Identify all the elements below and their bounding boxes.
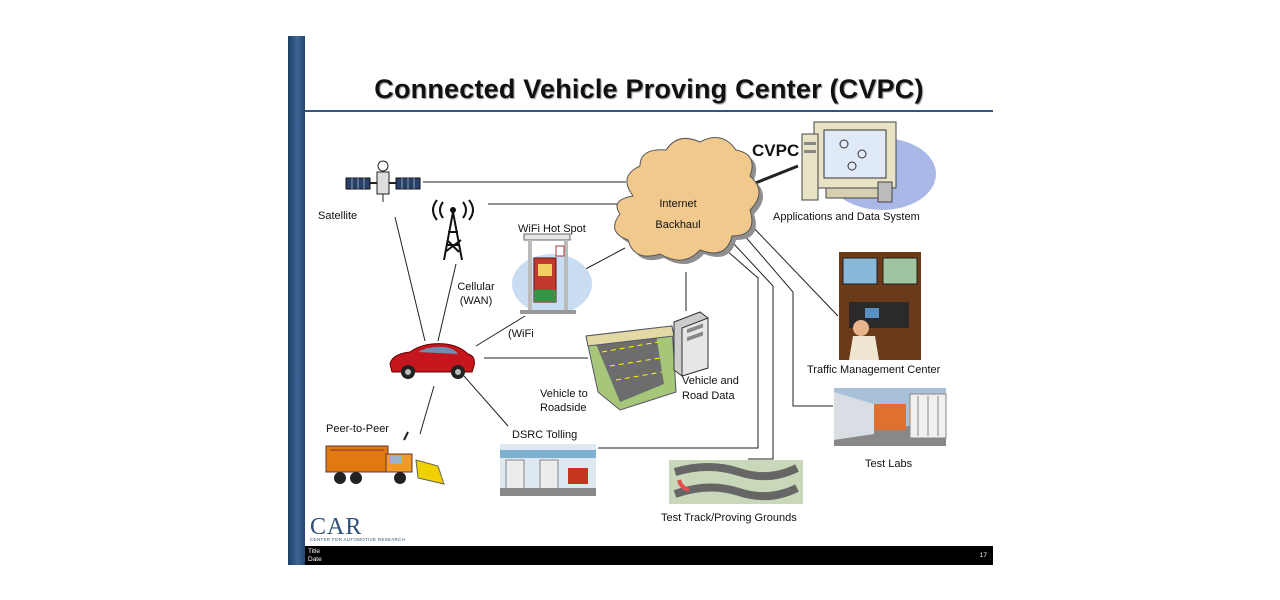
satellite-label: Satellite [318, 210, 358, 222]
cloud-icon [614, 137, 763, 265]
wifi-hotspot-icon [512, 233, 592, 314]
line-car-cell [437, 263, 457, 342]
footer-title: Title [308, 548, 321, 555]
line-cloud-testtrack [733, 243, 774, 460]
line-car-wifi [475, 315, 526, 347]
line-car-truck [419, 385, 435, 435]
cell-tower-icon [432, 199, 474, 261]
test-lab-icon [834, 388, 947, 446]
vehicle-to-roadside-label-1: Vehicle to [540, 388, 588, 400]
logo-text: CAR [310, 514, 363, 540]
car-logo: CAR CENTER FOR AUTOMOTIVE RESEARCH [310, 514, 405, 542]
test-track-label: Test Track/Proving Grounds [661, 512, 797, 524]
traffic-center-icon [839, 252, 921, 360]
snowplow-truck-icon [325, 431, 445, 485]
apps-data-system-label: Applications and Data System [773, 211, 920, 223]
vehicle-to-roadside-label-2: Roadside [540, 402, 587, 414]
backhaul-label: Backhaul [655, 219, 701, 231]
line-cloud-traffic [749, 223, 839, 317]
car-icon [389, 343, 475, 379]
computer-icon [801, 121, 936, 210]
slide-footer: Title Date 17 [305, 546, 993, 565]
network-diagram [325, 121, 947, 504]
server-icon [673, 311, 709, 377]
line-cloud-testlabs [742, 233, 833, 407]
slide-title: Connected Vehicle Proving Center (CVPC) [374, 74, 924, 104]
line-car-dsrc [463, 375, 509, 427]
vehicle-road-data-label-1: Vehicle and [682, 375, 739, 387]
vehicle-road-data-label-2: Road Data [682, 390, 735, 402]
title-underline [305, 110, 993, 112]
footer-date: Date [308, 556, 322, 563]
line-car-satellite [394, 216, 426, 342]
toll-plaza-icon [500, 444, 596, 496]
wifi-label: (WiFi [508, 328, 534, 340]
cellular-label: Cellular [457, 281, 495, 293]
wan-label: (WAN) [459, 295, 493, 307]
slide: Connected Vehicle Proving Center (CVPC) [288, 36, 993, 565]
test-track-icon [669, 460, 803, 504]
cvpc-label: CVPC [752, 141, 800, 160]
dsrc-tolling-label: DSRC Tolling [512, 429, 578, 441]
footer-page-number: 17 [979, 552, 987, 559]
roadside-icon [585, 325, 677, 411]
traffic-mgmt-label: Traffic Management Center [807, 364, 941, 376]
internet-label: Internet [659, 198, 697, 210]
line-cloud-dsrc [598, 249, 759, 449]
peer-to-peer-label: Peer-to-Peer [326, 423, 389, 435]
logo-subtitle: CENTER FOR AUTOMOTIVE RESEARCH [310, 537, 406, 542]
slide-sidebar-bar [288, 36, 305, 565]
satellite-icon [345, 160, 421, 202]
wifi-hotspot-label: WiFi Hot Spot [518, 223, 586, 235]
connection-lines [394, 164, 839, 460]
test-labs-label: Test Labs [865, 458, 913, 470]
line-wifi-cloud [579, 247, 626, 273]
